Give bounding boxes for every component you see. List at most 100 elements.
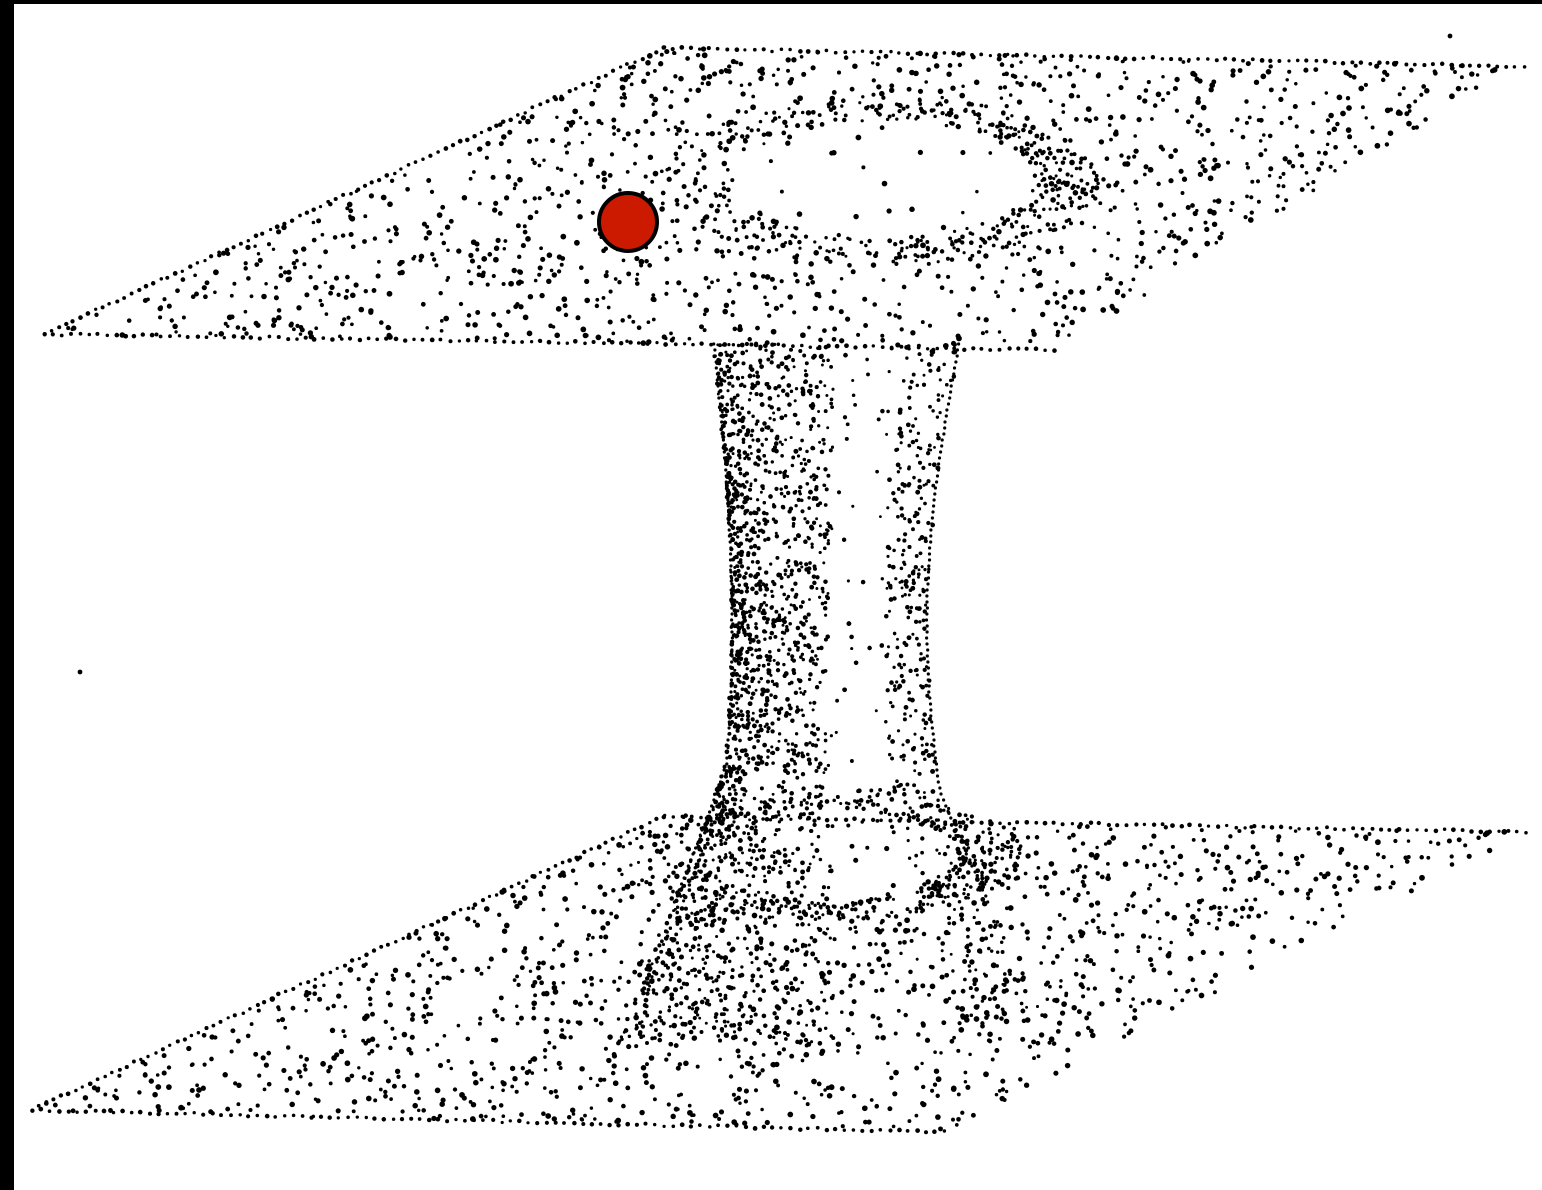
bottom-sheet-rim-dot — [797, 910, 802, 914]
top-sheet-dot — [423, 235, 429, 241]
top-sheet-dot — [154, 332, 159, 337]
top-sheet-dot — [537, 272, 542, 277]
top-sheet-dot — [245, 244, 251, 251]
top-sheet-dot — [850, 269, 856, 275]
bottom-sheet-dot — [422, 1003, 429, 1010]
bottom-sheet-dot — [973, 1016, 980, 1022]
bottom-sheet-edge-dot — [168, 1043, 172, 1047]
bottom-sheet-rim-dot — [680, 861, 685, 866]
top-sheet-dot — [1137, 219, 1142, 225]
tube-dot — [895, 779, 899, 784]
bottom-sheet-dot — [943, 998, 949, 1004]
top-sheet-dot — [1072, 305, 1078, 311]
top-sheet-rim-dot — [887, 238, 893, 244]
bottom-sheet-dot — [589, 1106, 594, 1110]
bottom-sheet-dot — [721, 970, 726, 975]
top-sheet-dot — [301, 246, 307, 252]
top-sheet-dot — [1432, 69, 1437, 74]
bottom-sheet-edge-dot — [1096, 820, 1101, 826]
top-sheet-dot — [1263, 148, 1268, 152]
top-sheet-edge-dot — [1250, 57, 1255, 62]
top-sheet-rim-dot — [1041, 177, 1047, 182]
bottom-sheet-dot — [1070, 938, 1075, 944]
bottom-sheet-dot — [940, 941, 945, 946]
top-sheet-dot — [918, 101, 923, 106]
bottom-sheet-dot — [1061, 1001, 1067, 1007]
bottom-sheet-dot — [1355, 879, 1360, 884]
top-sheet-edge-dot — [1024, 52, 1029, 57]
top-sheet-dot — [933, 63, 940, 69]
bottom-sheet-dot — [835, 1041, 842, 1047]
top-sheet-dot — [1061, 110, 1066, 114]
top-sheet-edge-dot — [295, 337, 299, 341]
tube-dot — [690, 956, 694, 960]
bottom-sheet-dot — [992, 996, 998, 1002]
top-sheet-dot — [175, 288, 180, 294]
bottom-sheet-dot — [317, 996, 323, 1002]
bottom-sheet-dot — [565, 907, 570, 912]
bottom-sheet-dot — [276, 1018, 281, 1023]
bottom-sheet-dot — [874, 942, 878, 946]
bottom-sheet-edge-dot — [147, 1111, 153, 1116]
bottom-sheet-dot — [1222, 886, 1228, 892]
bottom-sheet-dot — [869, 1098, 874, 1102]
top-sheet-rim-dot — [933, 247, 938, 252]
top-sheet-dot — [1005, 217, 1011, 222]
bottom-sheet-edge-dot — [589, 847, 593, 851]
top-sheet-dot — [497, 323, 503, 328]
top-sheet-dot — [897, 314, 902, 320]
top-sheet-dot — [700, 81, 705, 86]
bottom-sheet-dot — [1086, 1011, 1092, 1016]
top-sheet-rim-dot — [944, 113, 949, 117]
top-sheet-dot — [795, 123, 801, 129]
bottom-sheet-dot — [714, 978, 719, 983]
top-sheet-dot — [589, 100, 595, 107]
bottom-sheet-dot — [1043, 874, 1049, 881]
bottom-sheet-dot — [803, 962, 808, 967]
top-sheet-dot — [893, 242, 898, 247]
bottom-sheet-rim-dot — [969, 885, 973, 889]
bottom-sheet-dot — [903, 1012, 908, 1018]
top-sheet-rim-dot — [692, 197, 698, 203]
bottom-sheet-edge-dot — [699, 815, 703, 820]
top-sheet-dot — [1210, 141, 1215, 147]
top-sheet-edge-dot — [224, 247, 230, 253]
top-sheet-dot — [467, 151, 472, 157]
top-sheet-dot — [754, 341, 759, 346]
tube-dot — [980, 897, 986, 902]
bottom-sheet-edge-dot — [335, 966, 339, 971]
bottom-sheet-rim-dot — [947, 834, 952, 839]
top-sheet-dot — [1106, 231, 1111, 236]
bottom-sheet-rim-dot — [1009, 853, 1013, 857]
bottom-sheet-dot — [1070, 832, 1076, 838]
top-sheet-dot — [444, 224, 451, 230]
tube-dot — [765, 679, 771, 684]
top-sheet-dot — [1024, 115, 1030, 121]
top-sheet-edge-dot — [1206, 57, 1210, 61]
top-sheet-dot — [1299, 187, 1305, 193]
top-sheet-dot — [1207, 208, 1213, 215]
bottom-sheet-edge-dot — [318, 1114, 324, 1119]
bottom-sheet-edge-dot — [201, 1112, 206, 1117]
bottom-sheet-rim-dot — [980, 873, 984, 878]
top-sheet-dot — [1244, 99, 1249, 104]
top-sheet-dot — [824, 255, 830, 262]
bottom-sheet-edge-dot — [816, 816, 821, 821]
top-sheet-rim-dot — [1040, 172, 1044, 176]
bottom-sheet-dot — [908, 969, 913, 975]
bottom-sheet-dot — [1156, 999, 1162, 1006]
top-sheet-dot — [468, 176, 473, 181]
top-sheet-dot — [1325, 142, 1330, 147]
top-sheet-dot — [1267, 174, 1272, 178]
top-sheet-dot — [555, 166, 560, 170]
top-sheet-dot — [676, 280, 682, 286]
bottom-sheet-rim-dot — [639, 845, 644, 850]
top-sheet-edge-dot — [64, 321, 69, 327]
top-sheet-dot — [1161, 74, 1165, 79]
top-sheet-dot — [436, 212, 443, 218]
top-sheet-dot — [1364, 116, 1368, 120]
top-sheet-dot — [999, 96, 1004, 100]
bottom-sheet-rim-dot — [989, 886, 995, 891]
top-sheet-dot — [785, 57, 791, 63]
top-sheet-edge-dot — [897, 51, 901, 55]
